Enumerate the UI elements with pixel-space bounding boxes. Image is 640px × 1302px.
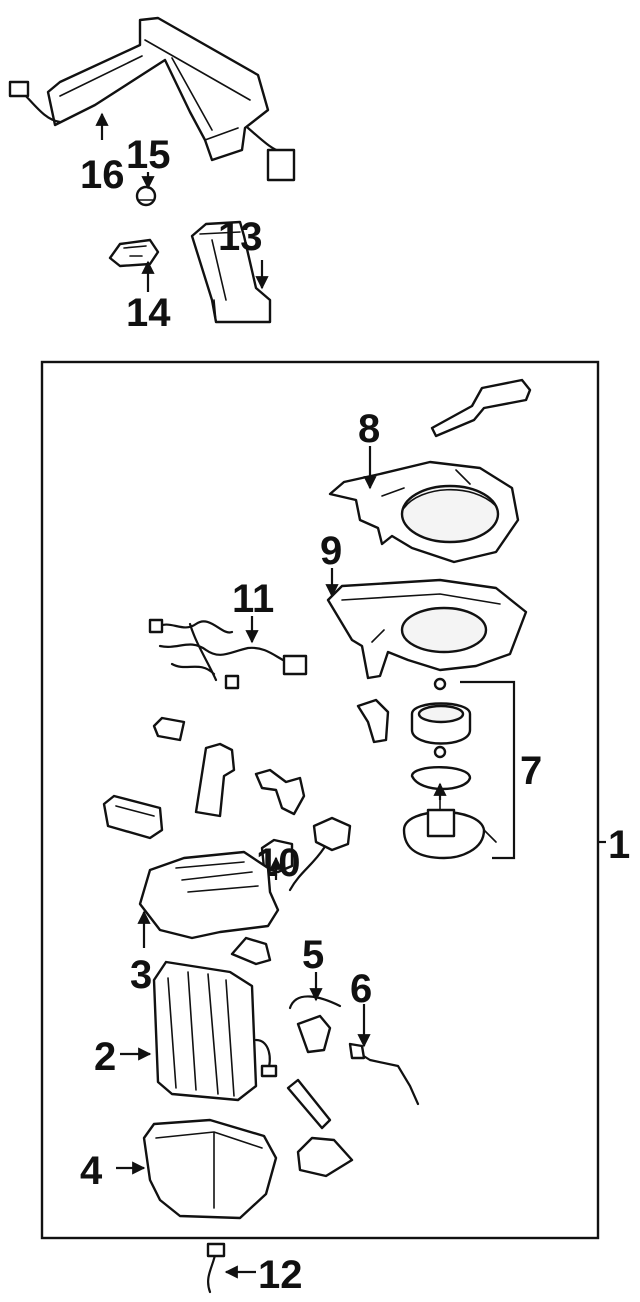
part-6-pipe	[348, 1042, 420, 1106]
callout-11: 11	[232, 577, 274, 621]
callout-2: 2	[94, 1035, 116, 1079]
part-bracket-lower	[296, 1136, 354, 1178]
part-filter-frame	[102, 794, 164, 840]
part-16-air-duct	[8, 16, 296, 182]
callout-13: 13	[218, 215, 263, 259]
callout-4: 4	[80, 1149, 103, 1193]
part-bracket-small	[230, 936, 272, 966]
part-9-blower-lower-case	[326, 578, 528, 680]
part-11-wire-harness	[148, 618, 308, 690]
part-bracket-vertical	[194, 742, 236, 818]
part-2-evaporator-core	[152, 960, 278, 1102]
callout-14: 14	[126, 291, 171, 335]
callout-12: 12	[258, 1253, 303, 1297]
callout-16: 16	[80, 153, 125, 197]
leader-7-bracket	[460, 680, 516, 860]
part-drain-tube	[286, 1078, 332, 1130]
callout-5: 5	[302, 933, 324, 977]
callout-1: 1	[608, 823, 630, 867]
callout-3: 3	[130, 953, 152, 997]
part-8-bracket	[430, 378, 532, 438]
part-15-clip	[135, 185, 157, 207]
part-12-drain-hose	[206, 1242, 226, 1294]
part-14-bracket	[108, 238, 160, 268]
part-7-blower-motor-assembly	[356, 677, 497, 860]
callout-15: 15	[126, 133, 171, 177]
assembly-box	[40, 360, 600, 1240]
callout-7: 7	[520, 749, 542, 793]
part-4-lower-case	[142, 1118, 278, 1220]
part-small-clip	[152, 716, 186, 742]
callout-6: 6	[350, 967, 372, 1011]
part-8-blower-upper-case	[328, 460, 520, 564]
callout-9: 9	[320, 529, 342, 573]
part-13-rear-duct	[190, 220, 272, 324]
callout-8: 8	[358, 407, 380, 451]
part-bracket-clip	[254, 768, 306, 816]
part-3-upper-case	[138, 850, 280, 940]
part-5-expansion-valve	[288, 995, 342, 1054]
